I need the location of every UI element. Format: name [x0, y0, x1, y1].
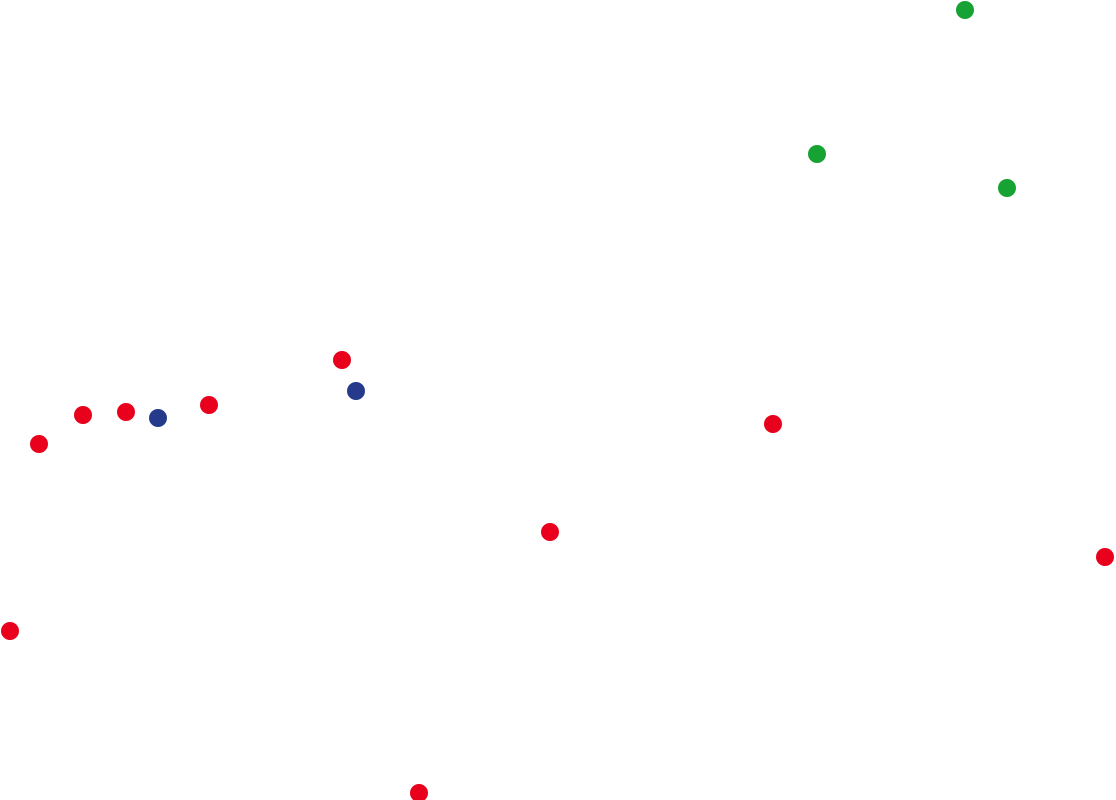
- data-point-series-1-0: [149, 409, 167, 427]
- data-point-series-0-7: [1096, 548, 1114, 566]
- data-point-series-0-9: [410, 784, 428, 800]
- data-point-series-2-0: [956, 1, 974, 19]
- series-2: [808, 1, 1016, 197]
- data-point-series-0-2: [117, 403, 135, 421]
- data-point-series-0-4: [30, 435, 48, 453]
- series-1: [149, 382, 365, 427]
- series-0: [1, 351, 1114, 800]
- data-point-series-0-3: [200, 396, 218, 414]
- data-point-series-0-0: [333, 351, 351, 369]
- data-point-series-0-8: [1, 622, 19, 640]
- data-point-series-2-1: [808, 145, 826, 163]
- data-point-series-0-1: [74, 406, 92, 424]
- data-point-series-0-6: [541, 523, 559, 541]
- data-point-series-2-2: [998, 179, 1016, 197]
- data-point-series-1-1: [347, 382, 365, 400]
- data-point-series-0-5: [764, 415, 782, 433]
